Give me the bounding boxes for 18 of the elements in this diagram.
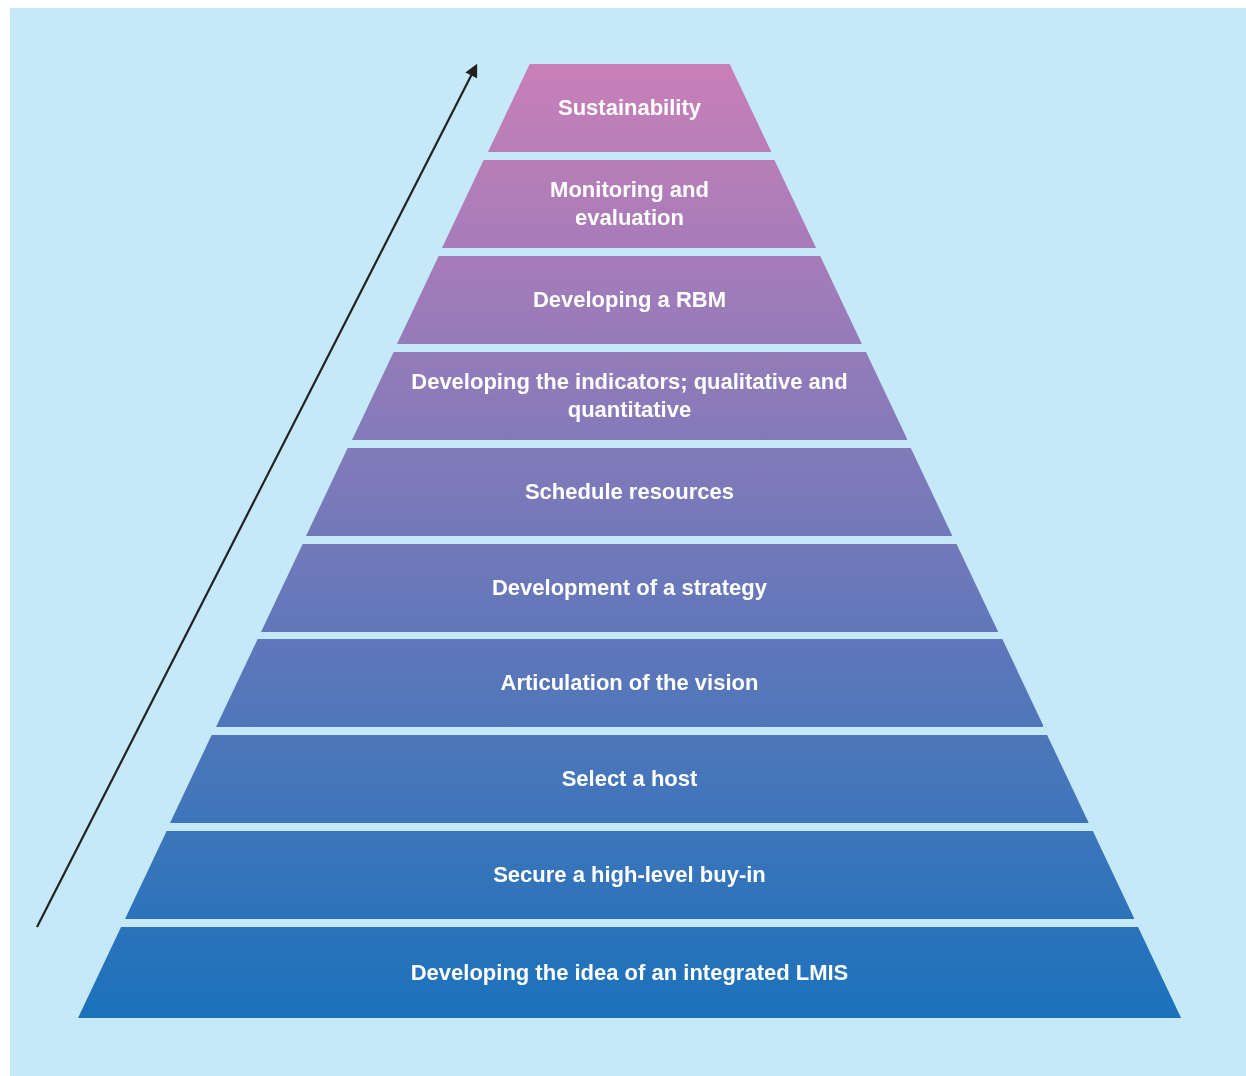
pyramid-tier <box>260 543 999 632</box>
pyramid-tier <box>215 639 1044 728</box>
pyramid-tier <box>487 64 772 152</box>
tier-label: Schedule resources <box>524 477 735 506</box>
tier-label: Development of a strategy <box>491 573 767 602</box>
tier-label: Monitoring and evaluation <box>549 175 710 232</box>
pyramid-tier <box>306 447 953 536</box>
pyramid-tier <box>124 831 1135 920</box>
pyramid-tier <box>170 735 1089 824</box>
tier-label: Select a host <box>561 765 698 794</box>
pyramid-tier <box>442 159 817 248</box>
tier-label: Articulation of the vision <box>500 669 759 698</box>
pyramid-tier <box>77 927 1182 1019</box>
tier-label: Developing a RBM <box>532 285 727 314</box>
tier-label: Developing the indicators; qualitative and quantitative <box>410 367 849 424</box>
tier-label: Sustainability <box>557 94 701 122</box>
tier-label: Secure a high-level buy-in <box>493 861 766 890</box>
tier-label: Developing the idea of an integrated LMIS <box>410 958 849 987</box>
